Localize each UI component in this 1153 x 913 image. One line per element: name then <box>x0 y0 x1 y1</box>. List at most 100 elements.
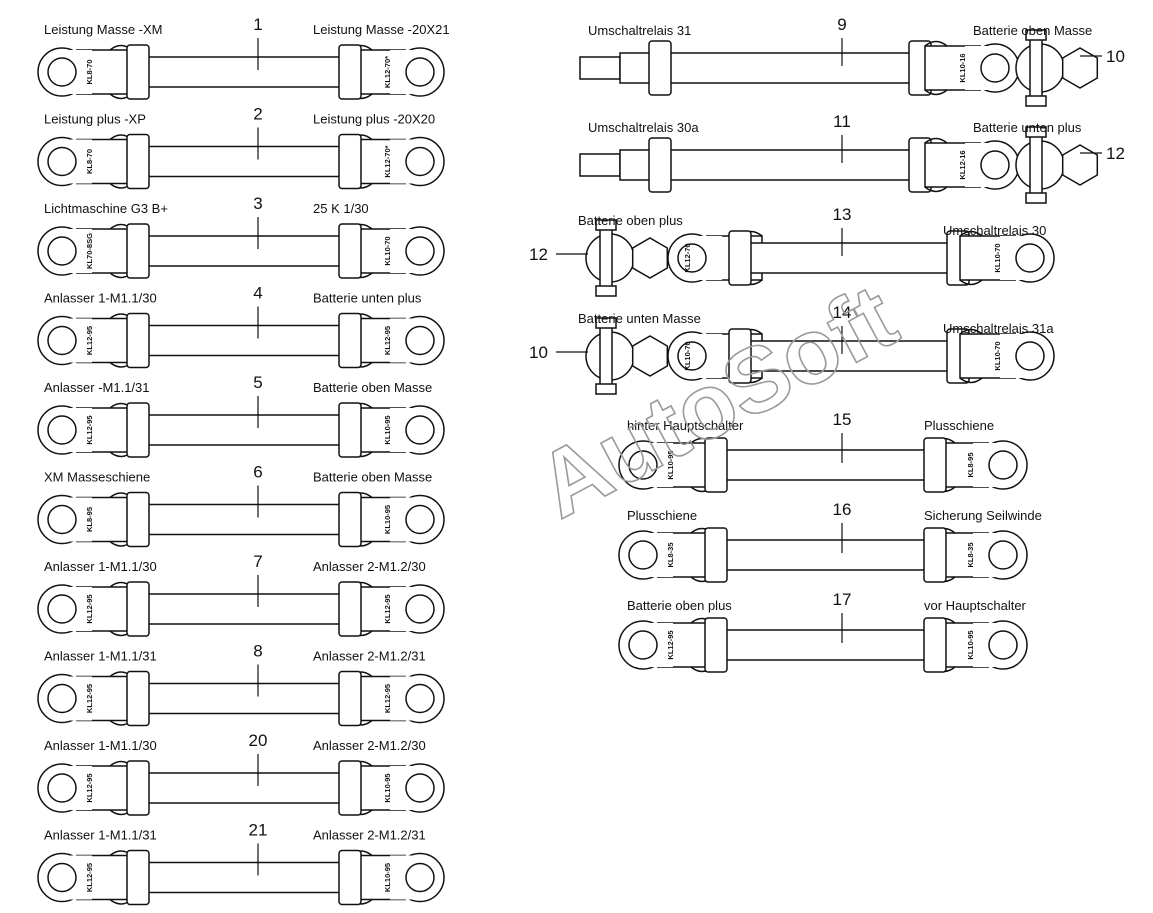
clamp-bolt-nut <box>1025 95 1047 107</box>
shrink-sleeve <box>126 44 150 100</box>
lug-hole <box>47 862 77 893</box>
right-end-label: Batterie unten plus <box>313 291 422 306</box>
left-end-label: Umschaltrelais 30a <box>588 120 699 135</box>
cable-body <box>712 539 934 571</box>
cable-number: 8 <box>253 642 262 661</box>
watermark: AutoSoft <box>522 265 913 537</box>
shrink-sleeve <box>338 312 362 369</box>
cable-number: 9 <box>837 15 846 34</box>
left-end-label: Umschaltrelais 31 <box>588 23 691 38</box>
shrink-sleeve <box>728 328 752 384</box>
lug-code: KL8-35 <box>966 542 975 567</box>
right-end-label: Batterie unten plus <box>973 120 1082 135</box>
cable-number: 14 <box>833 303 852 322</box>
lug-code: KL10-95 <box>383 415 392 444</box>
cable-body <box>739 340 961 372</box>
lug-code: KL12-95 <box>666 630 675 659</box>
clamp-bolt-head <box>595 219 617 231</box>
lug-flare-top <box>924 40 948 47</box>
lug-code: KL70-8SG <box>85 233 94 269</box>
lug-hole <box>988 450 1018 480</box>
lug-hole <box>47 415 77 445</box>
lug-code: KL10-95 <box>383 505 392 534</box>
lug-hole <box>405 415 435 445</box>
lug-hole <box>405 862 435 893</box>
cable-body <box>131 324 351 357</box>
clamp-bolt <box>599 323 613 389</box>
lug-flare-bottom <box>959 377 983 384</box>
cable-number: 7 <box>253 552 262 571</box>
lug-hole <box>988 540 1018 570</box>
left-end-label: Anlasser -M1.1/31 <box>44 380 150 395</box>
shrink-sleeve <box>126 760 150 816</box>
clamp-number: 10 <box>529 343 548 362</box>
right-end-label: Anlasser 2-M1.2/30 <box>313 738 426 753</box>
right-end-label: Leistung Masse -20X21 <box>313 22 450 37</box>
shrink-sleeve <box>923 527 947 583</box>
cable-number: 4 <box>253 284 262 303</box>
lug-code: KL12-95 <box>85 684 94 713</box>
left-end-label: Plusschiene <box>627 508 697 523</box>
right-end-label: vor Hauptschalter <box>924 598 1027 613</box>
left-end-label: Leistung plus -XP <box>44 112 146 127</box>
cable-body <box>131 503 351 536</box>
left-end-label: Lichtmaschine G3 B+ <box>44 201 168 216</box>
lug-code: KL12-70* <box>383 145 392 177</box>
right-end-label: Sicherung Seilwinde <box>924 508 1042 523</box>
lug-flare-bottom <box>959 279 983 286</box>
lug-hole <box>405 773 435 803</box>
lug-flare-top <box>959 328 983 335</box>
lug-hole <box>47 683 77 714</box>
lug-hole <box>47 594 77 624</box>
cable-body <box>131 772 351 804</box>
lug-hole <box>47 325 77 356</box>
lug-hole <box>1015 341 1045 371</box>
cable-number: 3 <box>253 194 262 213</box>
lug-code: KL10-70 <box>683 341 692 370</box>
lug-hole <box>628 540 658 570</box>
shrink-sleeve <box>338 849 362 906</box>
lug-hole <box>628 450 658 480</box>
shrink-sleeve <box>338 760 362 816</box>
cable-body <box>712 629 934 661</box>
lug-code: KL12-70* <box>383 56 392 88</box>
clamp-hex-nut <box>631 237 669 279</box>
lug-hole <box>405 504 435 535</box>
clamp-bolt-head <box>595 317 617 329</box>
lug-code: KL12-95 <box>85 594 94 623</box>
lug-code: KL10-16 <box>958 53 967 82</box>
lug-code: KL10-70 <box>383 236 392 265</box>
right-end-label: Plusschiene <box>924 418 994 433</box>
left-end-label: Anlasser 1-M1.1/30 <box>44 559 157 574</box>
lug-code: KL10-70 <box>993 341 1002 370</box>
lug-code: KL8-70 <box>85 59 94 84</box>
shrink-sleeve <box>338 581 362 637</box>
cable-body <box>739 242 961 274</box>
lug-hole <box>47 236 77 266</box>
left-end-label: XM Masseschiene <box>44 470 150 485</box>
lug-code: KL8-95 <box>966 452 975 477</box>
shrink-sleeve <box>338 670 362 727</box>
shrink-sleeve <box>126 491 150 548</box>
clamp-number: 10 <box>1106 47 1125 66</box>
lug-code: KL12-95 <box>85 326 94 355</box>
lug-hole <box>47 57 77 87</box>
lug-hole <box>405 325 435 356</box>
clamp-hex-nut <box>1061 144 1099 186</box>
cable-body <box>131 414 351 446</box>
cable-number: 6 <box>253 463 262 482</box>
clamp-bolt <box>599 225 613 291</box>
right-end-label: Anlasser 2-M1.2/30 <box>313 559 426 574</box>
shrink-sleeve <box>338 402 362 458</box>
clamp-number: 12 <box>1106 144 1125 163</box>
left-end-label: Batterie unten Masse <box>578 311 701 326</box>
